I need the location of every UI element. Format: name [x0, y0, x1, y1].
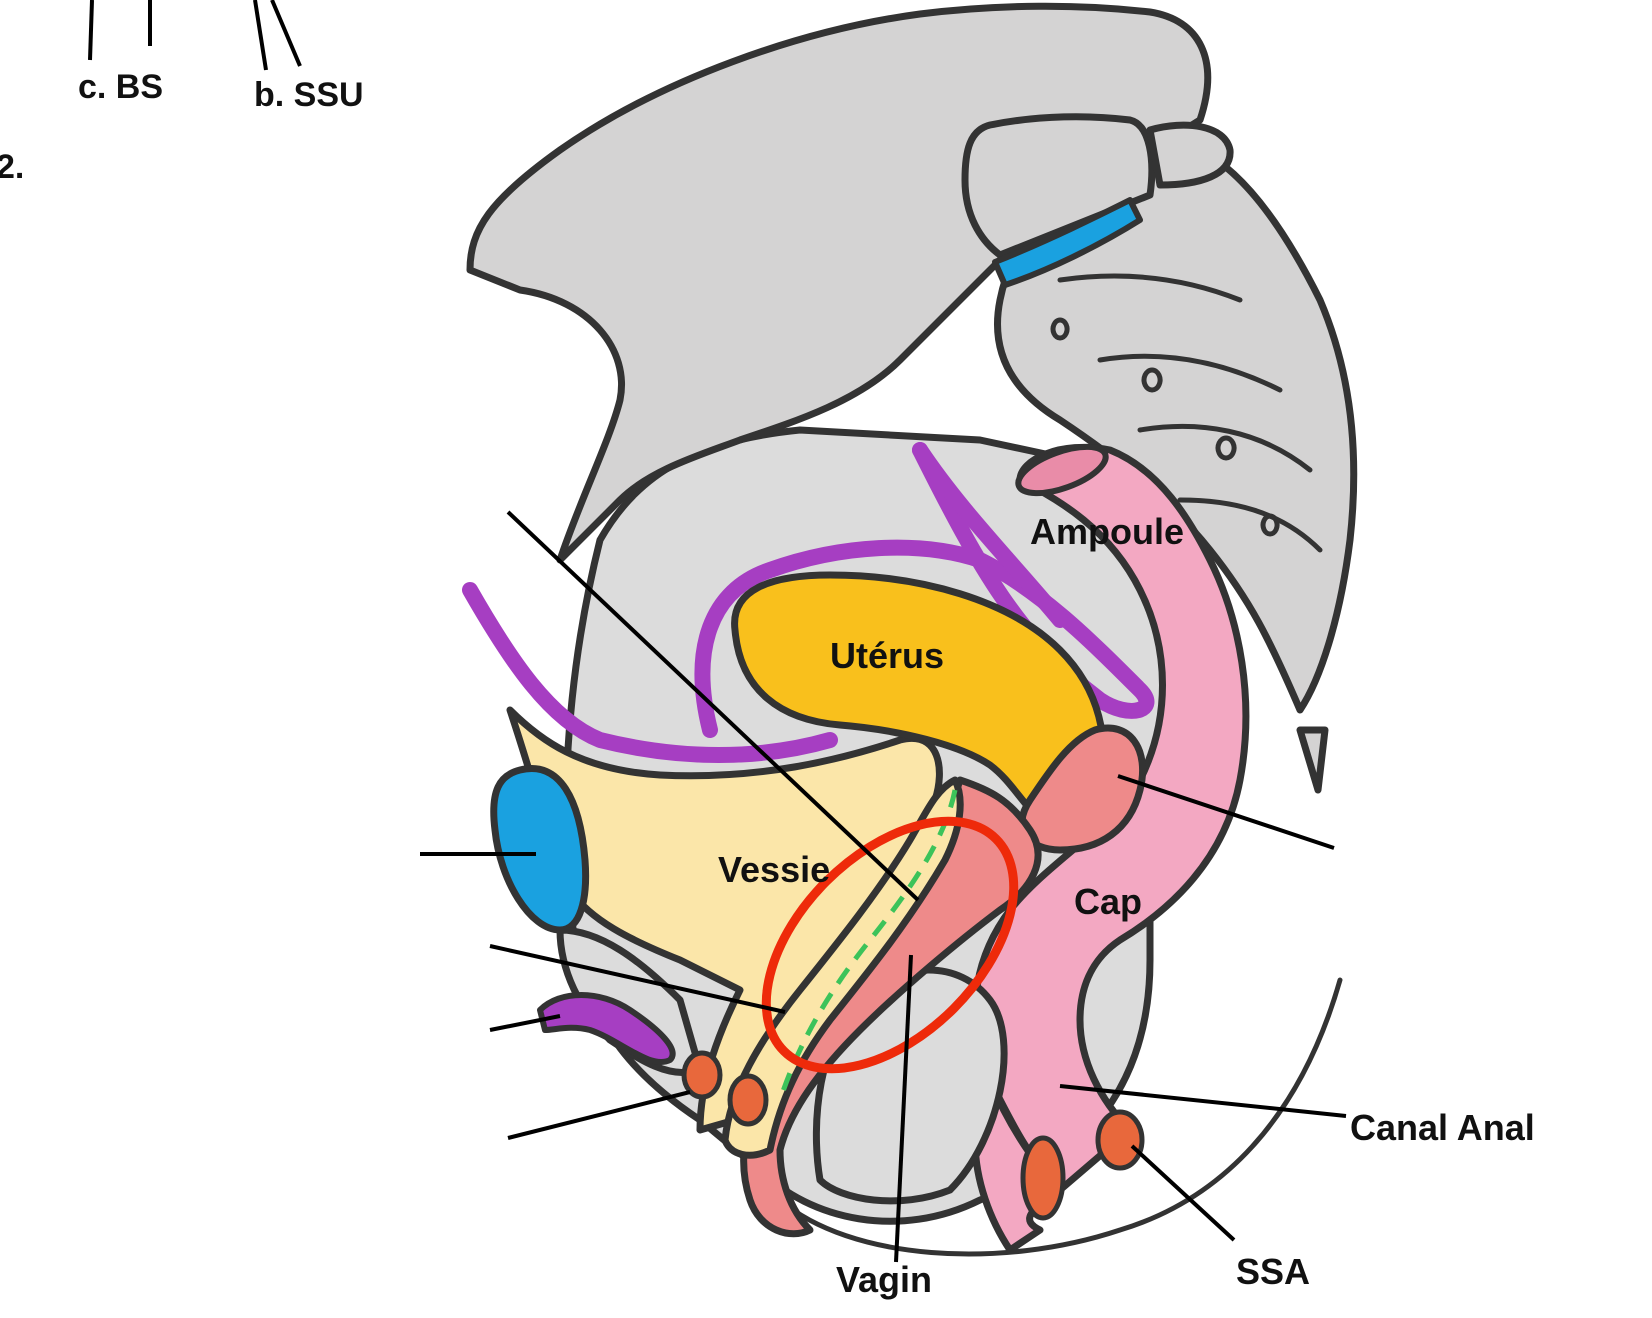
leader-clitoris [489, 1014, 561, 1032]
leader-c [88, 0, 94, 61]
pubic-symphysis [490, 765, 590, 934]
leader-canal-anal [1059, 1084, 1347, 1118]
top-legend: c. BS b. SSU 2. [0, 0, 364, 186]
label-vagin: Vagin [836, 1259, 932, 1300]
urethra [721, 776, 964, 1159]
label-c-bs: c. BS [78, 68, 163, 106]
vertebra-l5 [961, 113, 1156, 259]
clitoris [537, 992, 676, 1065]
urethral-sphincter-2 [727, 1073, 769, 1127]
leader-sphincter [507, 1090, 691, 1140]
anal-sphincter-right [1095, 1109, 1145, 1171]
sacral-segment-lines [1057, 273, 1323, 553]
leader-cervix [1117, 774, 1335, 850]
label-ampoule: Ampoule [1030, 511, 1184, 552]
leader-b-1 [253, 0, 268, 71]
sacral-foramina [1050, 317, 1280, 537]
vertebra-l5-process [1146, 121, 1234, 189]
leader-vagin [894, 954, 913, 1263]
label-uterus: Utérus [830, 635, 944, 676]
label-vessie: Vessie [718, 849, 830, 890]
urethral-sphincter-1 [681, 1050, 723, 1100]
anal-sphincter-left [1020, 1135, 1066, 1221]
organ-labels: Ampoule Utérus Vessie Cap Canal Anal Vag… [718, 511, 1535, 1300]
leader-b-2 [270, 0, 302, 67]
pelvic-floor [777, 977, 1343, 1257]
urethral-course-dashed [777, 789, 958, 1101]
anal-canal [971, 1076, 1064, 1254]
label-b-ssu: b. SSU [254, 76, 364, 114]
rectum-ampoule-top [1015, 443, 1109, 497]
label-canal-anal: Canal Anal [1350, 1107, 1535, 1148]
highlight-ellipse [761, 816, 1019, 1074]
leader-urethra [489, 944, 786, 1014]
leader-diagonal [506, 510, 920, 902]
leader-lines [420, 510, 1347, 1263]
question-number: 2. [0, 148, 24, 186]
intervertebral-disc [992, 197, 1143, 288]
label-cap: Cap [1074, 881, 1142, 922]
label-ssa: SSA [1236, 1251, 1310, 1292]
peritoneum-rectal [912, 442, 1068, 628]
leader-ssa [1130, 1144, 1236, 1242]
coccyx-tip [1296, 726, 1329, 794]
cervix [1018, 724, 1147, 854]
